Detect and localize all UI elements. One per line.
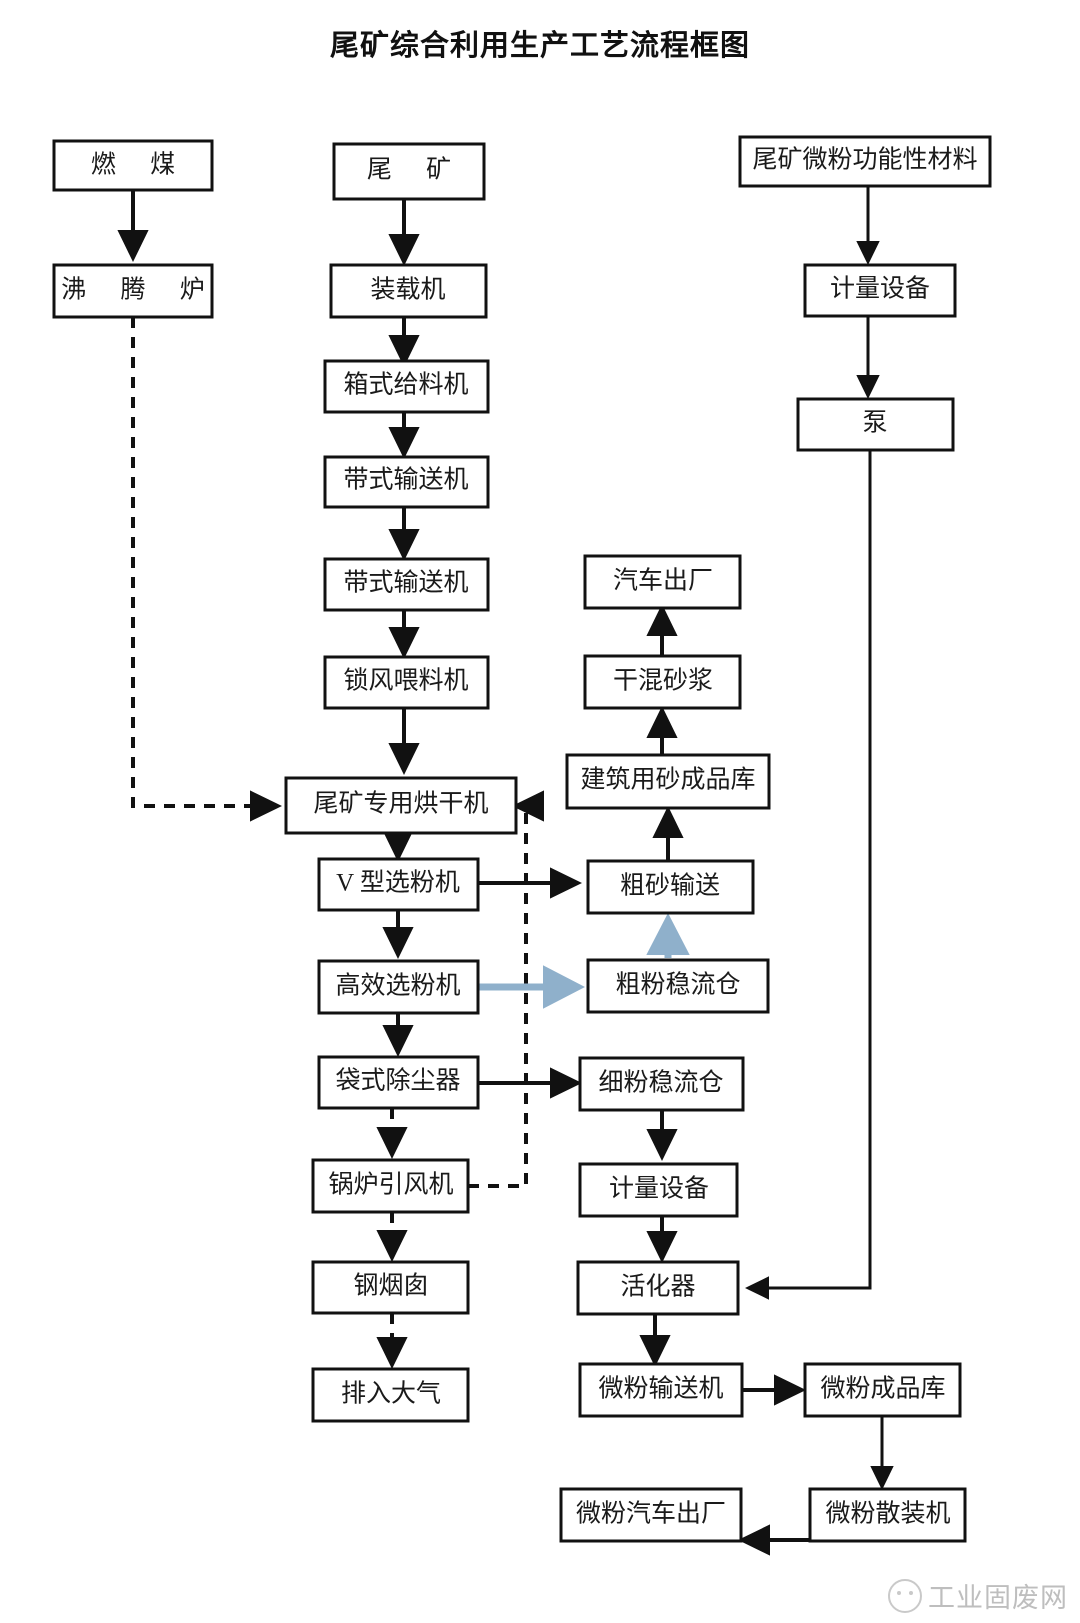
node-airlock-feeder-label: 锁风喂料机 [343,667,468,695]
node-tailings-micropowder-material[interactable]: 尾矿微粉功能性材料 [738,135,992,188]
node-steel-chimney[interactable]: 钢烟囱 [311,1260,470,1315]
node-construction-sand-warehouse[interactable]: 建筑用砂成品库 [565,753,771,810]
node-truck-shipment[interactable]: 汽车出厂 [583,554,742,610]
node-micro-powder-truck-shipment-label: 微粉汽车出厂 [576,1500,726,1528]
node-tailings-dryer[interactable]: 尾矿专用烘干机 [284,776,518,835]
node-boiler-induced-draft-fan-label: 锅炉引风机 [328,1171,453,1199]
node-bag-filter-label: 袋式除尘器 [335,1067,460,1095]
node-metering-equipment-right-label: 计量设备 [830,275,930,303]
node-high-efficiency-separator-label: 高效选粉机 [335,972,460,1000]
node-fluidized-bed-furnace[interactable]: 沸 腾 炉 [52,263,219,319]
node-airlock-feeder[interactable]: 锁风喂料机 [323,655,490,710]
node-construction-sand-warehouse-label: 建筑用砂成品库 [580,766,755,794]
page-title: 尾矿综合利用生产工艺流程框图 [329,30,750,62]
node-loader[interactable]: 装载机 [329,263,488,319]
node-steel-chimney-label: 钢烟囱 [353,1272,428,1300]
node-boiler-induced-draft-fan[interactable]: 锅炉引风机 [311,1158,470,1214]
node-coarse-powder-surge-bin-label: 粗粉稳流仓 [615,971,740,999]
node-tailings-dryer-label: 尾矿专用烘干机 [313,790,488,818]
node-bag-filter[interactable]: 袋式除尘器 [317,1055,480,1110]
node-metering-equipment-mid[interactable]: 计量设备 [578,1162,739,1218]
node-micro-powder-warehouse-label: 微粉成品库 [820,1375,945,1403]
node-pump-label: 泵 [862,410,887,437]
edge-pump-to-activator [745,450,872,1300]
node-belt-conveyor-2[interactable]: 带式输送机 [323,557,490,612]
node-metering-equipment-mid-label: 计量设备 [609,1175,709,1203]
edge-furnace-to-dryer [131,317,282,822]
node-coal-label: 燃 煤 [91,151,189,179]
node-coarse-sand-conveying-label: 粗砂输送 [620,872,720,900]
node-activator-label: 活化器 [620,1273,695,1301]
node-micro-powder-bulk-loader-label: 微粉散装机 [825,1500,950,1528]
node-micro-powder-warehouse[interactable]: 微粉成品库 [803,1362,962,1418]
node-metering-equipment-right[interactable]: 计量设备 [803,263,957,318]
node-dry-mix-mortar[interactable]: 干混砂浆 [583,654,742,710]
watermark-text: 工业固废网 [928,1583,1068,1613]
edge-fan-to-dryer-return [468,790,544,1188]
node-loader-label: 装载机 [370,276,445,304]
node-tailings-micropowder-material-label: 尾矿微粉功能性材料 [752,146,977,174]
watermark: 工业固废网 [888,1576,1068,1615]
node-belt-conveyor-1-label: 带式输送机 [343,466,468,494]
node-box-feeder[interactable]: 箱式给料机 [323,359,490,414]
node-exhaust-to-atmosphere-label: 排入大气 [341,1380,441,1408]
node-micro-powder-truck-shipment[interactable]: 微粉汽车出厂 [559,1487,743,1543]
node-belt-conveyor-1[interactable]: 带式输送机 [323,455,490,509]
node-tailings[interactable]: 尾 矿 [332,142,486,201]
node-coal[interactable]: 燃 煤 [52,139,214,192]
node-micro-powder-conveyor[interactable]: 微粉输送机 [578,1362,744,1418]
node-box-feeder-label: 箱式给料机 [343,371,468,399]
node-high-efficiency-separator[interactable]: 高效选粉机 [317,959,480,1015]
node-micro-powder-conveyor-label: 微粉输送机 [598,1375,723,1403]
node-v-separator[interactable]: V 型选粉机 [317,857,480,912]
node-fine-powder-surge-bin-label: 细粉稳流仓 [598,1069,723,1097]
node-fluidized-bed-furnace-label: 沸 腾 炉 [61,276,219,304]
node-tailings-label: 尾 矿 [367,156,465,184]
node-pump[interactable]: 泵 [796,397,955,452]
node-micro-powder-bulk-loader[interactable]: 微粉散装机 [808,1487,967,1543]
node-coarse-sand-conveying[interactable]: 粗砂输送 [586,859,755,915]
node-belt-conveyor-2-label: 带式输送机 [343,569,468,597]
smiley-badge-icon [888,1578,922,1613]
node-activator[interactable]: 活化器 [576,1260,740,1316]
node-v-separator-label: V 型选粉机 [336,869,460,897]
node-fine-powder-surge-bin[interactable]: 细粉稳流仓 [578,1056,745,1112]
node-coarse-powder-surge-bin[interactable]: 粗粉稳流仓 [586,958,770,1014]
node-truck-shipment-label: 汽车出厂 [613,567,713,595]
node-exhaust-to-atmosphere[interactable]: 排入大气 [311,1367,470,1423]
node-dry-mix-mortar-label: 干混砂浆 [613,667,713,695]
